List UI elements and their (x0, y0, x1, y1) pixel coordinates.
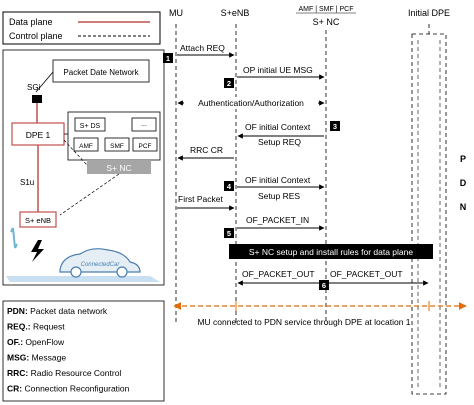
abbreviation-key: RRC: (7, 368, 28, 378)
step-4-number: 4 (227, 182, 232, 191)
step-4-badge (224, 181, 234, 191)
lifelines (175, 24, 447, 395)
sds-box (74, 117, 106, 132)
rrc-cr-label: RRC CR (190, 145, 223, 155)
senb-label: S+ eNB (25, 216, 51, 225)
car-icon: ConnectedCar (59, 248, 141, 278)
of-initial-req-line2: Setup REQ (258, 137, 301, 147)
enb-control-link (59, 173, 120, 216)
messages: Attach REQ 1 OP initial UE MSG 2 Authent… (163, 43, 467, 327)
of-setup-res-line2: Setup RES (258, 191, 300, 201)
smf-label: SMF (110, 143, 124, 150)
legend: Data plane Control plane (2, 11, 161, 45)
step-2-badge (224, 78, 234, 88)
ground-shadow (6, 276, 160, 282)
abbreviation-key: REQ.: (7, 322, 31, 332)
antenna-icon (10, 227, 18, 249)
topology: Packet Date Network SGi DPE 1 S+ DS ... … (2, 49, 165, 286)
of-setup-res-line1: OF initial Context (245, 175, 311, 185)
senb-header: S+eNB (221, 8, 250, 18)
abbreviation-text: Message (29, 353, 66, 363)
attach-req-label: Attach REQ (180, 43, 225, 53)
mu-header: MU (169, 8, 183, 18)
initial-dpe-box (411, 33, 447, 395)
abbreviation-row: MSG: Message (7, 353, 66, 363)
car-label: ConnectedCar (81, 262, 121, 268)
abbreviation-row: RRC: Radio Resource Control (7, 368, 121, 378)
op-initial-label: OP initial UE MSG (243, 65, 313, 75)
lightning-icon (31, 240, 44, 262)
abbreviation-text: Request (31, 322, 66, 332)
pdn-letter-n: N (460, 202, 467, 212)
pdn-box (52, 59, 150, 83)
install-rules-label: S+ NC setup and install rules for data p… (249, 247, 413, 257)
dpe-1-label: DPE 1 (26, 130, 51, 140)
pdn-letter-p: P (460, 154, 466, 164)
abbreviation-key: OF.: (7, 337, 23, 347)
s1u-label: S1u (20, 178, 34, 187)
of-initial-req-line1: OF initial Context (245, 122, 311, 132)
abbreviation-key: CR: (7, 384, 22, 394)
packet-out-2-label: OF_PACKET_OUT (330, 269, 403, 279)
nc-header: S+ NC (313, 17, 340, 27)
abbreviation-row: OF.: OpenFlow (7, 337, 65, 347)
abbreviation-text: Packet data network (28, 306, 108, 316)
step-6-number: 6 (322, 281, 326, 290)
abbreviation-row: CR: Connection Reconfiguration (7, 384, 130, 394)
step-3-number: 3 (333, 122, 337, 131)
abbreviation-text: OpenFlow (23, 337, 65, 347)
nc-functions-header: AMF | SMF | PCF (299, 6, 354, 13)
legend-control-plane-label: Control plane (9, 31, 63, 41)
senb-box (19, 211, 57, 228)
dpe-control-link (63, 139, 88, 166)
step-1-badge (163, 53, 173, 63)
sgi-gateway (32, 95, 42, 103)
smf-box (104, 137, 130, 152)
more-label: ... (141, 121, 147, 128)
step-5-badge (224, 228, 234, 238)
step-2-number: 2 (227, 79, 231, 88)
amf-box (73, 137, 99, 152)
step-1-number: 1 (166, 54, 170, 63)
column-headers: MU S+eNB AMF | SMF | PCF S+ NC Initial D… (169, 6, 450, 27)
abbreviation-text: Radio Resource Control (28, 368, 121, 378)
packet-in-label: OF_PACKET_IN (246, 215, 309, 225)
more-box (131, 117, 157, 132)
install-rules-bar (229, 244, 433, 259)
pdn-letter-d: D (460, 178, 467, 188)
amf-label: AMF (79, 143, 93, 150)
sgi-label: SGi (27, 83, 41, 92)
legend-data-plane-label: Data plane (9, 17, 53, 27)
abbreviation-key: MSG: (7, 353, 29, 363)
packet-out-1-label: OF_PACKET_OUT (242, 269, 315, 279)
snc-label: S+ NC (106, 163, 131, 173)
snc-box (87, 160, 151, 174)
pcf-box (132, 137, 158, 152)
dpe-header: Initial DPE (408, 8, 450, 18)
first-packet-label: First Packet (178, 194, 224, 204)
abbreviation-key: PDN: (7, 306, 28, 316)
pcf-label: PCF (139, 143, 152, 150)
abbreviation-text: Connection Reconfiguration (22, 384, 130, 394)
abbreviation-row: PDN: Packet data network (7, 306, 108, 316)
step-3-badge (330, 121, 340, 131)
connected-label: MU connected to PDN service through DPE … (197, 317, 410, 327)
abbreviation-row: REQ.: Request (7, 322, 65, 332)
pdn-label: Packet Date Network (63, 68, 139, 77)
step-5-number: 5 (227, 229, 231, 238)
step-6-badge (319, 280, 329, 290)
sds-label: S+ DS (80, 123, 101, 130)
auth-label: Authentication/Authorization (198, 98, 304, 108)
